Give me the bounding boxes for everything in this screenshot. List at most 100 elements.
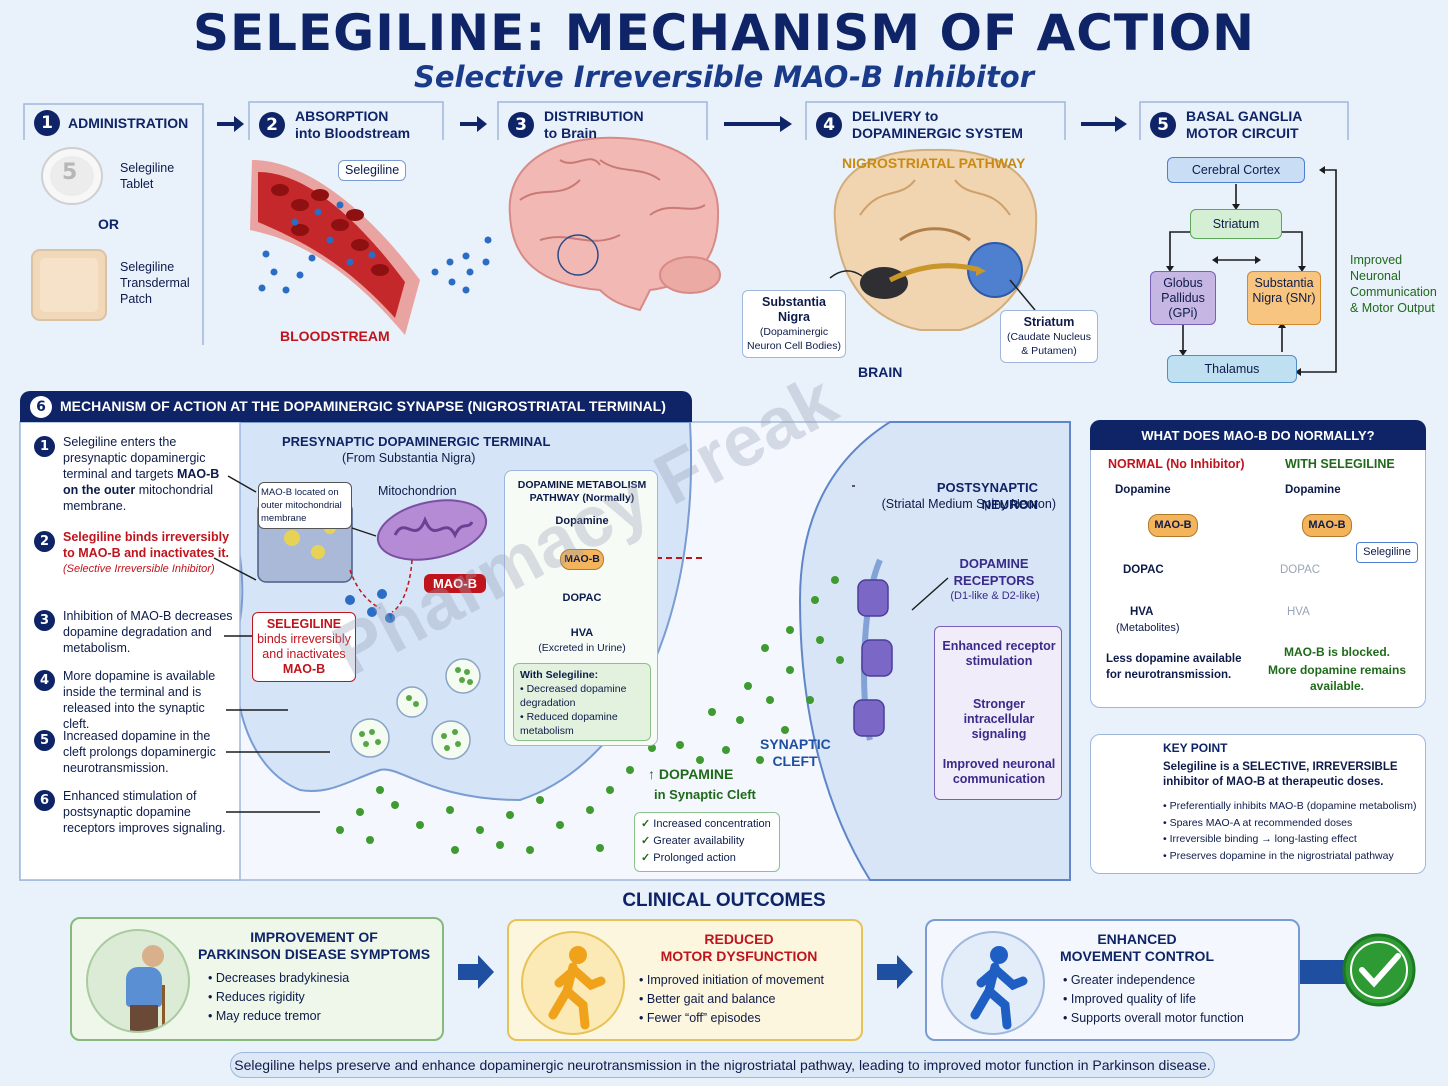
step-title-line2: into Bloodstream [295,125,411,141]
receptor-effects-box: Enhanced receptor stimulation Stronger i… [934,626,1062,800]
mechanism-point-4: 4 More dopamine is available inside the … [34,668,234,732]
card-title-2: MOVEMENT CONTROL [1060,948,1214,964]
normal-metabolites: (Metabolites) [1116,622,1180,634]
pathway-urine: (Excreted in Urine) [538,642,626,654]
dopamine-cleft-sub: in Synaptic Cleft [654,787,756,802]
bloodstream-label: BLOODSTREAM [280,328,390,344]
cleft-check-text: Increased concentration [653,818,771,830]
step-title-line2: to Brain [544,125,597,141]
normal-note: Less dopamine available for neurotransmi… [1106,653,1242,681]
pathway-maob: MAO-B [560,549,604,570]
sel-note-1: MAO-B is blocked. [1283,645,1390,659]
sn-title: Substantia Nigra [762,295,826,324]
card-items: Decreases bradykinesia Reduces rigidity … [208,969,349,1026]
step-number: 3 [508,112,534,138]
check-icon: ✓ [641,818,651,830]
vesicle-icons [350,658,481,760]
effect-item: Enhanced receptor stimulation [942,639,1056,668]
striatum-title: Striatum [1023,315,1075,329]
outcome-arrow-2-icon [877,955,913,989]
key-point-lead: Selegiline is a SELECTIVE, IRREVERSIBLE … [1163,761,1398,788]
point-text: Inhibition of MAO-B decreases dopamine d… [63,609,233,655]
arrow-1-2-icon [217,116,244,132]
key-point-item: Spares MAO-A at recommended doses [1163,815,1423,832]
with-sel-item: Reduced dopamine metabolism [520,710,644,738]
globus-pallidus-box: Globus Pallidus (GPi) [1150,271,1216,325]
card-items: Greater independence Improved quality of… [1063,971,1244,1028]
dopamine-receptor-icons [853,579,893,737]
synaptic-cleft-label: SYNAPTIC CLEFT [760,736,831,769]
striatum-box: Striatum [1190,209,1282,239]
point-bold: MAO-B on the outer [63,467,220,497]
card-item: Improved quality of life [1063,990,1244,1009]
sn-sub: (Dopaminergic Neuron Cell Bodies) [747,326,841,352]
patch-icon [31,249,107,321]
mechanism-number: 6 [30,395,52,418]
key-point-item: Preferentially inhibits MAO-B (dopamine … [1163,798,1423,815]
maob-tag: MAO-B [424,574,486,593]
cleft-check-text: Greater availability [653,835,745,847]
outcome-card-3: ENHANCED MOVEMENT CONTROL Greater indepe… [925,919,1300,1041]
step-title: ABSORPTION [295,108,389,124]
circuit-note: Improved Neuronal Communication & Motor … [1350,253,1437,315]
maob-normal-title: WHAT DOES MAO-B DO NORMALLY? [1141,428,1375,443]
with-selegiline-title: WITH SELEGILINE [1285,457,1395,471]
page-subtitle: Selective Irreversible MAO-B Inhibitor [413,60,1035,94]
sel-note-2: More dopamine remains available. [1267,663,1407,693]
mitochondrion-icon [376,499,488,561]
striatum-sub: (Caudate Nucleus & Putamen) [1006,331,1092,357]
check-icon: ✓ [641,835,651,847]
arrow-3-4-icon [724,116,792,132]
step-title: DELIVERY to [852,108,939,124]
moving-person-icon [941,931,1045,1035]
cleft-check-item: ✓ Increased concentration [641,816,773,833]
point-text: Increased dopamine in the cleft prolongs… [63,729,216,775]
step-number: 4 [816,112,842,138]
maob-normal-panel [1090,420,1426,708]
point-number: 4 [34,670,55,691]
substantia-nigra-box: Substantia Nigra (SNr) [1247,271,1321,325]
success-check-icon [1342,933,1416,1007]
normal-dopac: DOPAC [1123,564,1164,576]
card-item: Better gait and balance [639,990,824,1009]
mechanism-point-6: 6 Enhanced stimulation of postsynaptic d… [34,788,234,836]
outcome-card-2: REDUCED MOTOR DYSFUNCTION Improved initi… [507,919,863,1041]
card-title: IMPROVEMENT OF [250,929,378,945]
step-title: ADMINISTRATION [68,114,189,131]
point-number: 2 [34,531,55,552]
card-item: Fewer “off” episodes [639,1009,824,1028]
step-number: 5 [1150,112,1176,138]
step-title: BASAL GANGLIA [1186,108,1303,124]
normal-dopamine: Dopamine [1115,484,1171,496]
pathway-dopamine: Dopamine [555,515,609,527]
key-point-item: Preserves dopamine in the nigrostriatal … [1163,848,1423,865]
tablet-icon [41,147,103,205]
point-text: Selegiline enters the presynaptic dopami… [63,435,206,481]
arrow-2-3-icon [460,116,487,132]
blood-vessel-icon [250,160,492,335]
outcome-arrow-1-icon [458,955,494,989]
receptors-sub: (D1-like & D2-like) [950,590,1040,602]
mechanism-title: MECHANISM OF ACTION AT THE DOPAMINERGIC … [60,398,666,414]
patch-label: Selegiline Transdermal Patch [120,260,190,306]
with-sel-item: Decreased dopamine degradation [520,682,644,710]
step-1-header: 1 ADMINISTRATION [34,110,188,136]
clinical-outcomes-title: CLINICAL OUTCOMES [622,890,826,911]
outcome-card-1: IMPROVEMENT OF PARKINSON DISEASE SYMPTOM… [70,917,444,1041]
receptors-label: DOPAMINE RECEPTORS [953,556,1035,588]
mitochondrion-label: Mitochondrion [378,484,457,498]
cleft-check-item: ✓ Prolonged action [641,850,773,867]
card-item: Greater independence [1063,971,1244,990]
brain-icon [508,136,721,312]
point-number: 3 [34,610,55,631]
card-item: Improved initiation of movement [639,971,824,990]
maob-normal-header: WHAT DOES MAO-B DO NORMALLY? [1090,420,1426,450]
sel-hva: HVA [1287,606,1310,618]
card-title: REDUCED [704,931,774,947]
tablet-label: Selegiline Tablet [120,161,175,191]
presynaptic-title: PRESYNAPTIC DOPAMINERGIC TERMINAL [282,434,551,449]
selegiline-binds-callout: SELEGILINE binds irreversibly and inacti… [252,612,356,682]
